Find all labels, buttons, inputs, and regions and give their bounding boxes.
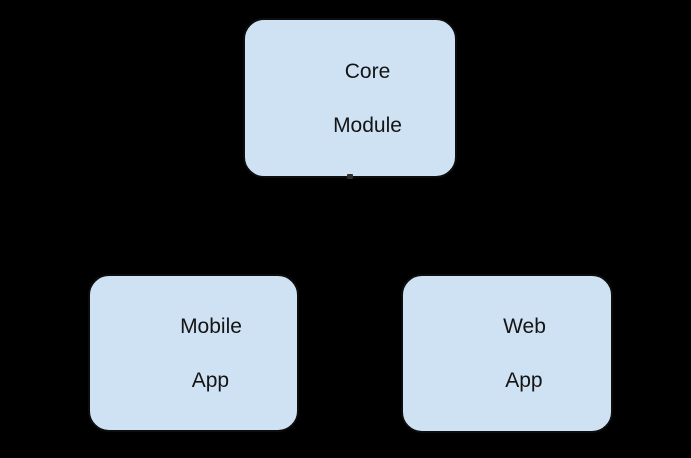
node-core-module-label-line1: Core [344,59,391,83]
node-core-module: Core Module [243,18,457,178]
node-web-app: Web App [401,274,613,433]
connector-arrowhead-mark [347,174,353,179]
node-web-app-label-line1: Web [503,315,546,338]
node-core-module-label-line2: Module [333,113,402,137]
node-web-app-label-line2: App [505,369,543,392]
node-mobile-app: Mobile App [88,274,299,432]
node-mobile-app-label-line2: App [191,368,230,392]
node-mobile-app-label-line1: Mobile [180,314,242,338]
